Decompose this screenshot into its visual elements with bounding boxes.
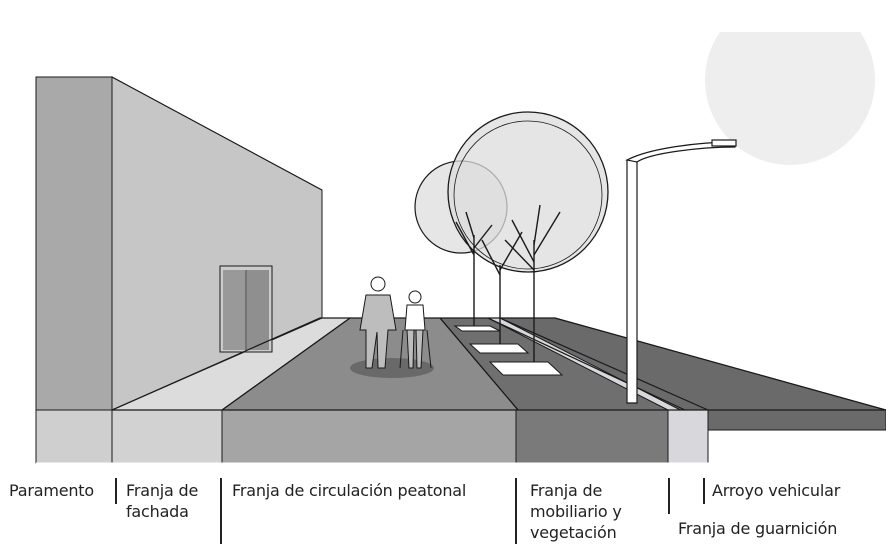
label-arroyo-vehicular: Arroyo vehicular (712, 481, 841, 500)
decorative-circle (705, 0, 875, 165)
door-icon (219, 265, 273, 353)
curb-front (667, 409, 709, 464)
label-franja-circulacion: Franja de circulación peatonal (232, 481, 467, 500)
divider (115, 478, 117, 504)
tree-icon (414, 111, 609, 362)
divider (220, 478, 222, 544)
strip-outlines (111, 317, 886, 411)
tree-pit (468, 343, 530, 354)
tree-pit (488, 361, 564, 376)
facade-strip-front (111, 409, 223, 464)
building-outline (36, 76, 323, 318)
divider (703, 478, 705, 504)
label-franja-fachada: Franja de fachada (126, 481, 199, 521)
label-franja-guarnicion: Franja de guarnición (678, 519, 838, 538)
two-people-icon (350, 276, 434, 378)
divider (668, 478, 670, 514)
furniture-strip-front (515, 409, 669, 464)
building-front-strip (35, 409, 113, 464)
building-roof-side (35, 76, 113, 459)
divider (515, 478, 517, 544)
streetlight-icon (625, 139, 737, 404)
label-franja-mobiliario: Franja de mobiliario y vegetación (530, 481, 622, 542)
label-paramento: Paramento (9, 481, 94, 500)
pedestrian-strip-front (221, 409, 517, 464)
